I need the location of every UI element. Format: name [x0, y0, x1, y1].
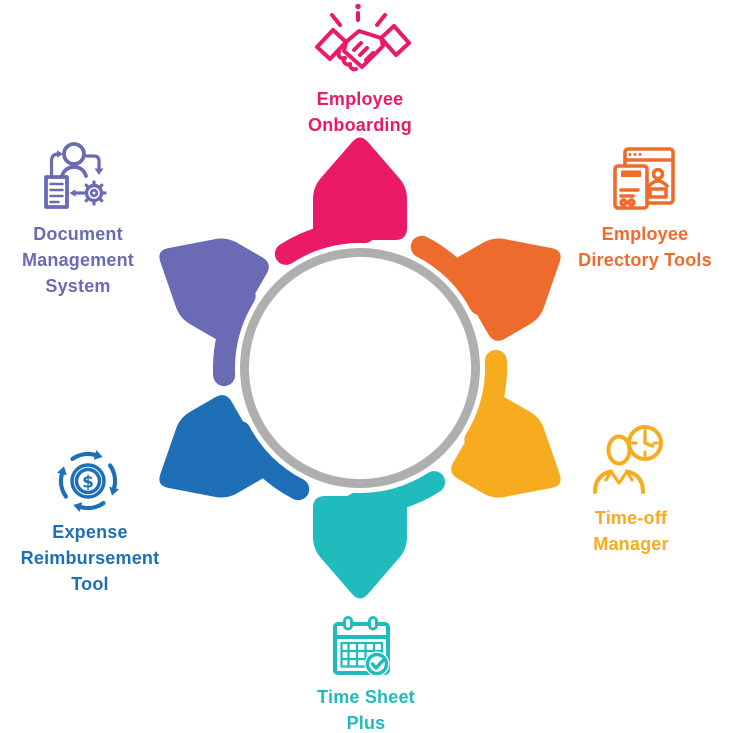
label-employee-directory-tools: Employee Directory Tools	[545, 221, 729, 273]
label-line: Document	[33, 224, 123, 244]
label-line: Onboarding	[308, 115, 412, 135]
calendar-check-icon	[333, 616, 390, 677]
label-line: Management	[21, 250, 135, 270]
label-time-sheet-plus: Time Sheet Plus	[266, 684, 466, 733]
person-gear-document-icon	[44, 142, 107, 209]
label-employee-onboarding: Employee Onboarding	[260, 86, 460, 138]
svg-text:$: $	[82, 473, 94, 493]
petal-time-sheet-plus	[313, 482, 434, 599]
label-line: Tool	[71, 574, 109, 594]
dollar-sync-icon: $	[57, 450, 119, 512]
label-line: System	[45, 276, 111, 296]
label-line: Employee	[601, 224, 689, 244]
browser-profile-icon	[613, 147, 675, 210]
label-line: Time-off	[594, 508, 668, 528]
label-line: Plus	[346, 713, 386, 733]
petal-employee-onboarding	[286, 137, 407, 254]
hub-ring	[240, 248, 480, 488]
label-line: Employee	[316, 89, 404, 109]
petal-arrow	[313, 496, 407, 599]
label-line: Time Sheet	[317, 687, 415, 707]
label-line: Reimbursement	[20, 548, 160, 568]
label-line: Directory Tools	[578, 250, 712, 270]
petal-arrow	[313, 137, 407, 240]
label-document-management-system: Document Management System	[0, 221, 178, 299]
handshake-icon	[315, 3, 411, 72]
label-line: Manager	[593, 534, 669, 554]
label-line: Expense	[52, 522, 128, 542]
label-expense-reimbursement-tool: Expense Reimbursement Tool	[0, 519, 190, 597]
person-clock-icon	[593, 425, 663, 494]
petal-time-off-manager	[435, 361, 584, 524]
label-time-off-manager: Time-off Manager	[531, 505, 729, 557]
